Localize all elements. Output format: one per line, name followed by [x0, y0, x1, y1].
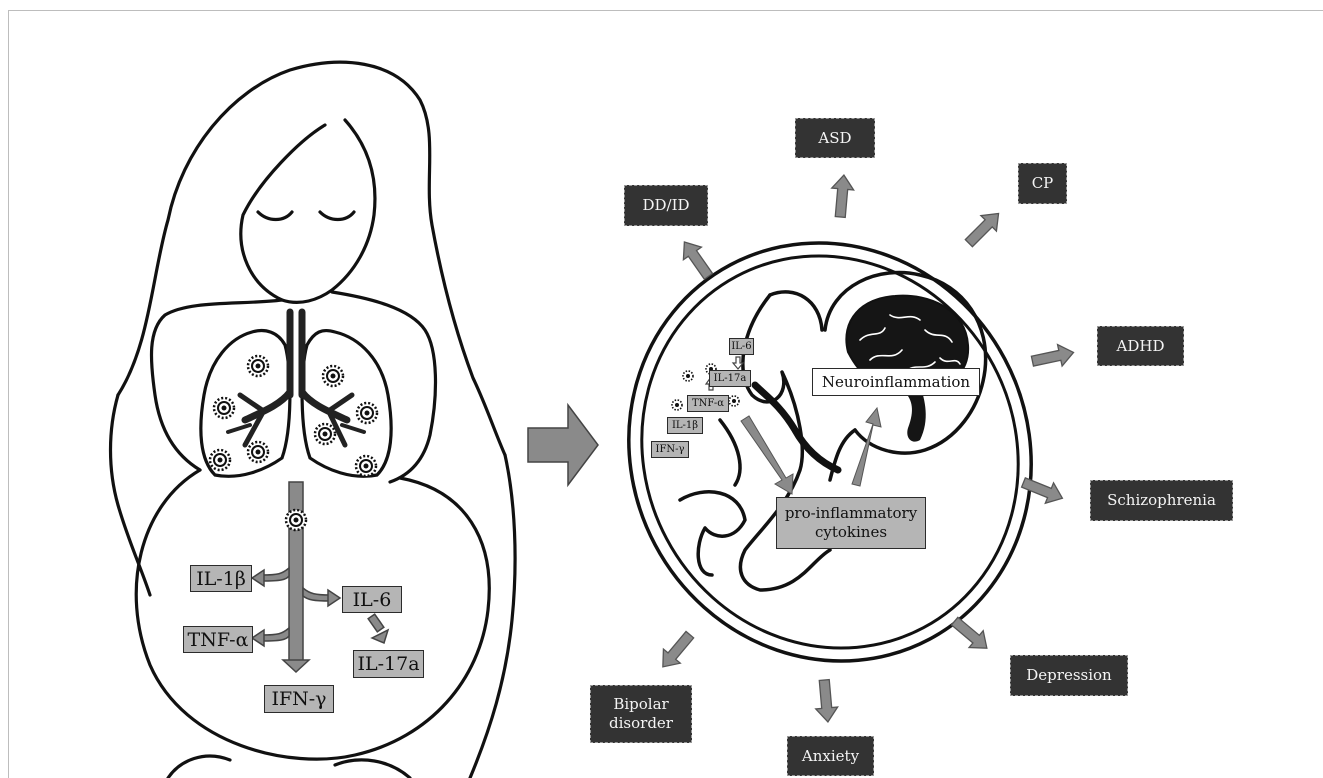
virus-icon — [214, 398, 234, 418]
virus-icon — [286, 510, 306, 530]
belly-outline — [136, 470, 489, 759]
arrow-asd — [829, 174, 855, 218]
neuroinflammation-label: Neuroinflammation — [812, 368, 980, 396]
proinflammatory-line1: pro-inflammatory — [785, 504, 917, 524]
arrow-cp — [961, 206, 1006, 251]
fetal-il6-label: IL-6 — [729, 338, 754, 355]
virus-icon — [248, 442, 268, 462]
bipolar-line2: disorder — [609, 714, 673, 733]
virus-icon — [683, 371, 693, 381]
branch-tnfa — [262, 628, 289, 641]
proinflammatory-cytokines-label: pro-inflammatory cytokines — [776, 497, 926, 549]
lungs-illustration — [201, 312, 391, 476]
proinflammatory-line2: cytokines — [815, 523, 887, 543]
arrow-il6-to-il17a — [368, 614, 384, 632]
uterus-illustration — [556, 172, 1105, 732]
virus-icon — [672, 400, 682, 410]
virus-icon — [210, 450, 230, 470]
branch-il1b — [262, 568, 289, 581]
virus-icon — [356, 456, 376, 476]
outcome-schizophrenia: Schizophrenia — [1090, 480, 1233, 521]
maternal-cytokine-flow — [252, 482, 388, 672]
right-leg — [335, 760, 410, 778]
branch-il6 — [303, 588, 330, 601]
outcome-cp: CP — [1018, 163, 1067, 204]
outcome-ddid: DD/ID — [624, 185, 708, 226]
virus-icon — [323, 366, 343, 386]
maternal-il17a-label: IL-17a — [353, 650, 424, 678]
arrow-adhd — [1030, 342, 1076, 372]
arrow-anxiety — [813, 679, 839, 723]
bipolar-line1: Bipolar — [613, 695, 668, 714]
virus-icon — [357, 403, 377, 423]
outcome-asd: ASD — [795, 118, 875, 158]
maternal-il1b-label: IL-1β — [190, 565, 252, 592]
fetal-il1b-label: IL-1β — [667, 417, 703, 434]
right-eye — [320, 212, 354, 220]
maternal-il6-label: IL-6 — [342, 586, 402, 613]
right-arm — [470, 455, 515, 778]
outcome-depression: Depression — [1010, 655, 1128, 696]
outcome-adhd: ADHD — [1097, 326, 1184, 366]
flow-trunk-head — [283, 660, 309, 672]
outcome-bipolar-disorder: Bipolar disorder — [590, 685, 692, 743]
virus-icon — [729, 396, 739, 406]
left-eye — [258, 212, 292, 220]
left-arm — [111, 395, 151, 595]
fetal-tnfa-label: TNF-α — [687, 395, 729, 412]
virus-icon — [315, 424, 335, 444]
transition-arrow — [528, 405, 598, 485]
maternal-ifng-label: IFN-γ — [264, 685, 334, 713]
virus-icon — [248, 356, 268, 376]
left-leg — [168, 756, 230, 778]
fetal-ifng-label: IFN-γ — [651, 441, 689, 458]
outcome-anxiety: Anxiety — [787, 736, 874, 776]
maternal-tnfa-label: TNF-α — [183, 626, 253, 653]
flow-trunk — [289, 482, 303, 662]
arrow-bipolar — [654, 628, 698, 674]
fetal-il17a-label: IL-17a — [709, 370, 751, 387]
